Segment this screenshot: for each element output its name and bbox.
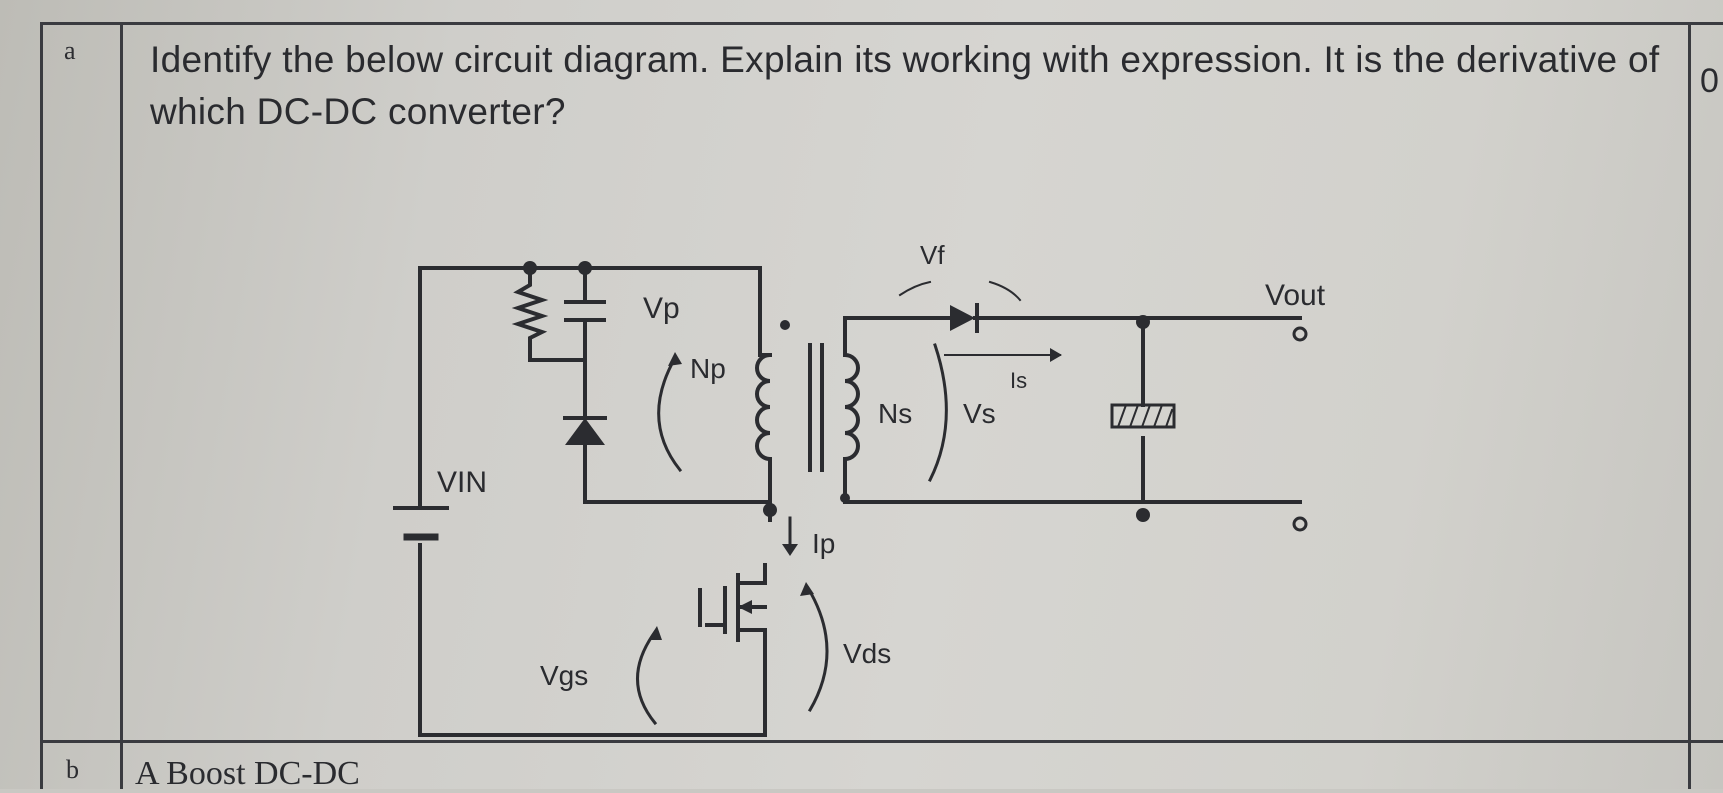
- question-b-number: b: [66, 755, 79, 784]
- vp-arrowhead: [668, 352, 682, 366]
- question-b-text: A Boost DC-DC: [135, 755, 360, 792]
- vds-arrowhead: [800, 582, 814, 596]
- table-top-border: [40, 22, 1723, 25]
- secondary-winding-leads: [843, 316, 1302, 504]
- primary-dot: [780, 320, 790, 330]
- mosfet-gate-lead: [698, 588, 727, 627]
- vf-arrow-left: [898, 280, 932, 297]
- ip-arrowhead: [782, 544, 798, 556]
- primary-winding: [755, 352, 773, 462]
- label-vds: Vds: [843, 638, 891, 669]
- is-arrowhead: [1050, 348, 1062, 362]
- label-ns: Ns: [878, 398, 912, 429]
- vout-terminal: [1292, 326, 1308, 342]
- question-a-number: a: [64, 36, 76, 65]
- marks-column-partial: 0: [1700, 62, 1719, 100]
- table-right-column-divider: [1688, 22, 1691, 789]
- snubber-diode-wire: [583, 443, 772, 504]
- table-left-border: [40, 22, 43, 789]
- ground-terminal: [1292, 516, 1308, 532]
- junction-top-right: [578, 261, 592, 275]
- label-np: Np: [690, 353, 726, 384]
- primary-winding-leads: [758, 308, 772, 487]
- mosfet-body-arrowhead: [738, 600, 752, 614]
- label-vout: Vout: [1265, 279, 1326, 312]
- vgs-arrowhead: [648, 626, 662, 640]
- output-capacitor-hatch: [1116, 403, 1174, 429]
- vp-arrow: [657, 355, 683, 473]
- secondary-winding: [842, 352, 860, 462]
- wire-left-lower: [418, 543, 767, 737]
- table-row-divider: [40, 740, 1723, 743]
- label-vp: Vp: [643, 292, 680, 325]
- vds-arrow: [805, 585, 829, 713]
- mosfet-source-wire: [738, 628, 767, 647]
- label-ip: Ip: [812, 528, 835, 559]
- label-vs: Vs: [963, 398, 996, 429]
- label-vgs: Vgs: [540, 660, 588, 691]
- secondary-dot: [840, 493, 850, 503]
- junction-primary-bottom: [763, 503, 777, 517]
- snubber-resistor: [511, 266, 587, 362]
- label-vf: Vf: [920, 240, 945, 270]
- label-vin: VIN: [437, 466, 487, 499]
- vf-arrow-right: [988, 280, 1022, 302]
- junction-output-top: [1136, 315, 1150, 329]
- snubber-diode-triangle: [565, 418, 605, 445]
- label-is: Is: [1010, 368, 1027, 393]
- table-column-divider: [120, 22, 123, 789]
- junction-top-left: [523, 261, 537, 275]
- output-diode: [950, 305, 975, 331]
- question-a-text: Identify the below circuit diagram. Expl…: [150, 39, 1660, 132]
- vgs-arrow: [636, 629, 658, 726]
- junction-output-bottom: [1136, 508, 1150, 522]
- vs-arrow: [927, 343, 948, 483]
